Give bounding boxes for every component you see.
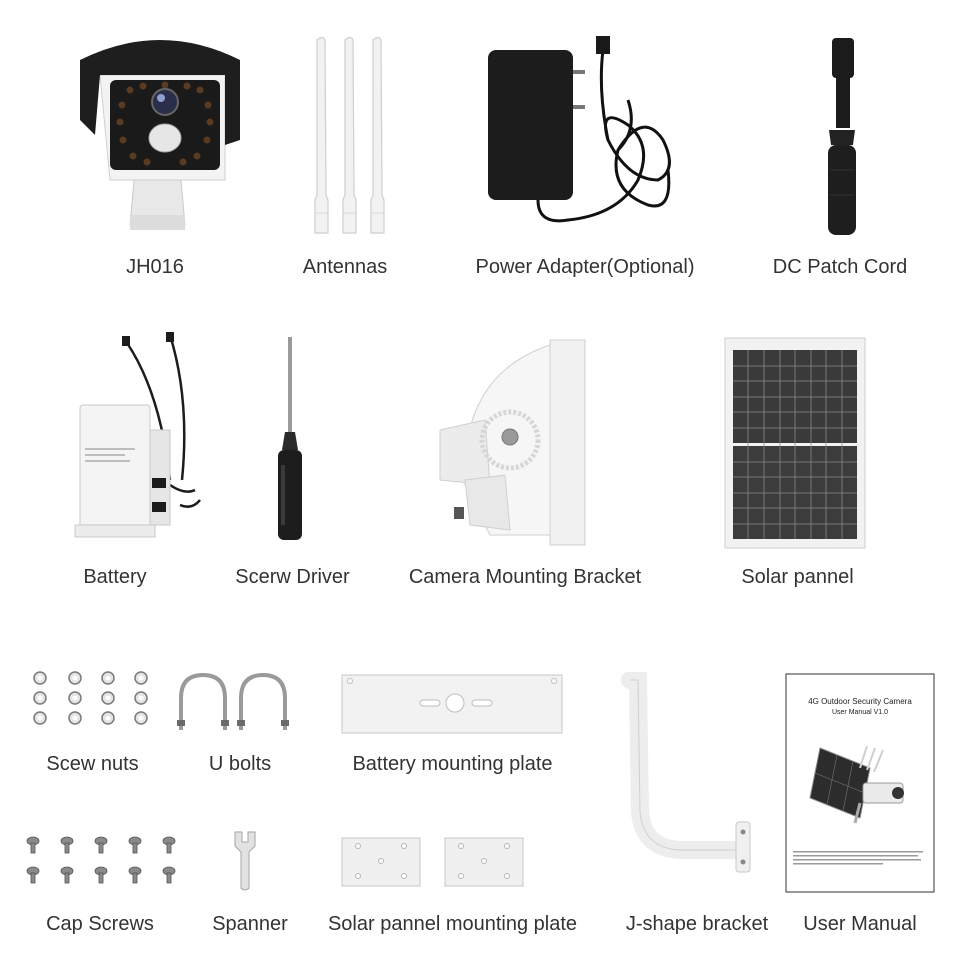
cap-screws-icon	[26, 836, 176, 884]
camera-bracket-icon	[439, 339, 586, 546]
dc-cord-icon	[828, 38, 856, 235]
item-label: Cap Screws	[46, 913, 154, 935]
power-adapter-icon	[488, 36, 671, 223]
item-label: Spanner	[212, 913, 288, 935]
user-manual-icon	[785, 673, 935, 893]
solar-plate-icon	[341, 837, 524, 887]
solar-panel-icon	[724, 337, 866, 549]
item-label: Battery	[83, 566, 147, 588]
item-label: JH016	[126, 256, 184, 278]
u-bolt-icon	[177, 672, 289, 730]
antenna-icon	[314, 36, 385, 234]
item-label: J-shape bracket	[625, 913, 769, 935]
screwdriver-icon	[278, 337, 302, 540]
item-label: Solar pannel mounting plate	[327, 913, 578, 935]
item-label: Camera Mounting Bracket	[408, 566, 642, 588]
item-label: Antennas	[302, 256, 388, 278]
battery-plate-icon	[341, 674, 563, 734]
item-label: Scerw Driver	[235, 566, 350, 588]
item-label: Scew nuts	[46, 753, 139, 775]
spanner-icon	[234, 831, 256, 891]
item-label: Battery mounting plate	[352, 753, 553, 775]
battery-box-icon	[74, 332, 201, 538]
manual-subtitle: User Manual V1.0	[831, 709, 889, 716]
item-label: User Manual	[803, 913, 917, 935]
item-label: Solar pannel	[741, 566, 854, 588]
nuts-icon	[33, 671, 148, 725]
item-label: DC Patch Cord	[772, 256, 908, 278]
manual-title: 4G Outdoor Security Camera	[808, 697, 912, 706]
item-label: U bolts	[208, 753, 272, 775]
bullet-camera-icon	[80, 40, 240, 230]
item-label: Power Adapter(Optional)	[475, 256, 695, 278]
j-bracket-icon	[621, 672, 751, 873]
